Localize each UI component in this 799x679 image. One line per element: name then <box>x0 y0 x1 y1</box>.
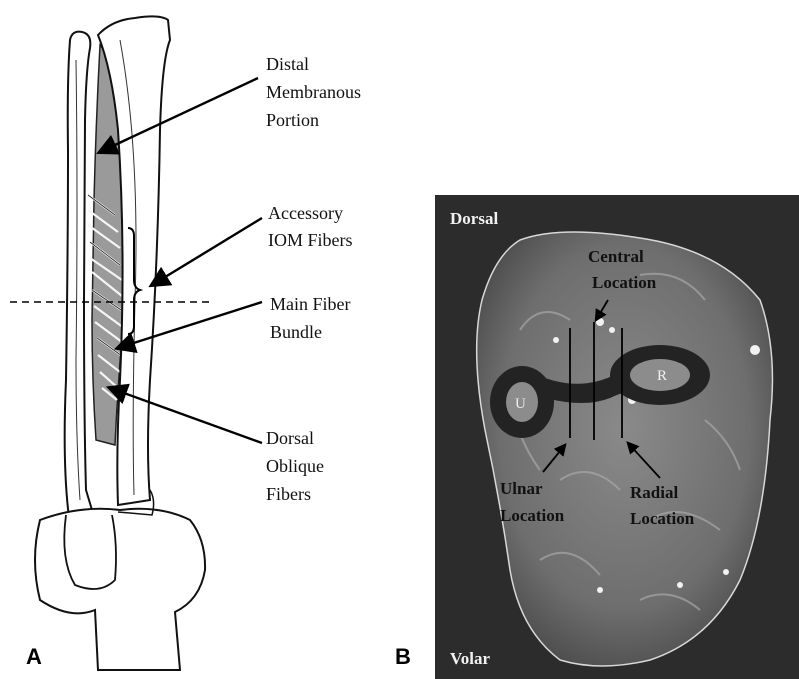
label-dorsal: Dorsal <box>450 209 498 228</box>
panel-letter-a: A <box>26 644 42 669</box>
label-distal-membranous: Distal Membranous Portion <box>266 54 365 130</box>
radius-letter: R <box>657 368 667 384</box>
panel-letter-b: B <box>395 644 411 669</box>
ulna-bone <box>65 32 95 525</box>
label-accessory-iom: Accessory IOM Fibers <box>268 203 353 250</box>
label-dorsal-oblique: Dorsal Oblique Fibers <box>266 428 329 504</box>
arrow-accessory-iom <box>152 218 262 285</box>
label-main-fiber: Main Fiber Bundle <box>270 294 355 342</box>
ulna-letter: U <box>515 396 526 412</box>
elbow-joint <box>35 509 205 670</box>
panel-a: Distal Membranous Portion Accessory IOM … <box>10 16 365 670</box>
panel-b: U R Dorsal Volar Central Location Ulnar … <box>395 195 799 679</box>
forearm-cross-section <box>477 232 773 666</box>
label-volar: Volar <box>450 649 490 668</box>
